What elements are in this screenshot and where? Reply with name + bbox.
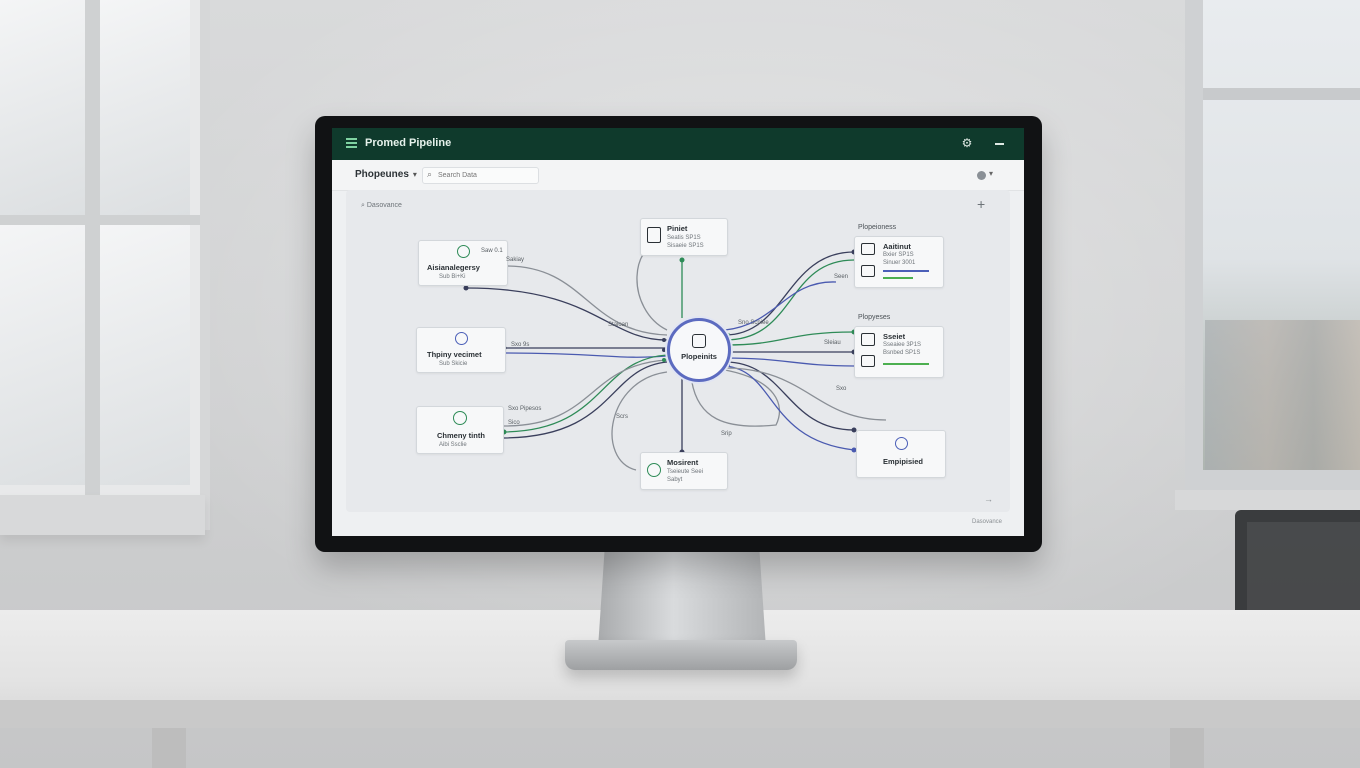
minimize-icon[interactable] xyxy=(995,143,1004,145)
shield-icon xyxy=(455,332,468,345)
search-box[interactable]: ⌕ xyxy=(422,167,539,184)
progress-bar xyxy=(883,277,913,279)
node-subtitle: Sinuer 3001 xyxy=(883,260,916,266)
chevron-down-icon: ▾ xyxy=(412,170,417,179)
status-text: Dasovance xyxy=(972,519,1003,525)
wire-label: Sxo Pipesos xyxy=(508,406,542,412)
node-right-bottom[interactable]: Empipisied xyxy=(856,430,946,478)
node-title: Chmeny tinth xyxy=(437,431,485,440)
wire-label: Sleiau xyxy=(824,340,841,346)
app-title: Promed Pipeline xyxy=(365,137,452,149)
window-sill-left xyxy=(0,495,205,535)
monitor-screen: Promed Pipeline ⚙ Phopeunes▾ ⌕ ▾ ⌕ Dasov… xyxy=(332,128,1024,536)
pipeline-dropdown-label: Phopeunes xyxy=(355,169,409,180)
wire-label: Scrs xyxy=(616,414,628,420)
network-icon xyxy=(453,411,467,425)
node-title: Piniet xyxy=(667,224,688,233)
node-title: Thpiny vecimet xyxy=(427,350,482,359)
node-subtitle: Bsnbed SP1S xyxy=(883,350,921,356)
gear-icon[interactable]: ⚙ xyxy=(961,136,973,150)
connection-wires xyxy=(463,237,887,471)
settings-icon xyxy=(861,333,875,346)
node-left-bottom[interactable]: Chmeny tinth Aibi Ssclie xyxy=(416,406,504,454)
chevron-down-icon[interactable]: ▾ xyxy=(989,169,994,178)
monitor-icon xyxy=(647,463,661,477)
section-label: Plopyeses xyxy=(858,314,891,321)
node-title: Empipisied xyxy=(883,457,924,466)
window-sill-right xyxy=(1175,490,1360,510)
node-right-top[interactable]: Aaitinut Bxier SP1S Sinuer 3001 xyxy=(854,236,944,288)
refresh-icon xyxy=(457,245,470,258)
node-subtitle: Bxier SP1S xyxy=(883,252,914,258)
title-bar: Promed Pipeline ⚙ xyxy=(332,128,1024,160)
wire-label: Sxo 9s xyxy=(511,342,530,348)
menu-icon[interactable] xyxy=(346,138,357,148)
section-label: Plopeioness xyxy=(858,224,897,231)
node-subtitle: Tseieute Seei xyxy=(667,469,704,475)
node-title: Sseiet xyxy=(883,332,906,341)
node-subtitle: Sub Bi+Ki xyxy=(439,274,466,280)
wire-label: Seen xyxy=(834,274,849,280)
pipeline-canvas[interactable]: ⌕ Dasovance + xyxy=(346,190,1010,512)
wire-label: Srip xyxy=(721,431,732,437)
search-icon: ⌕ xyxy=(427,169,433,179)
pipeline-dropdown[interactable]: Phopeunes▾ xyxy=(355,169,417,180)
wire-label: Sakiay xyxy=(506,257,525,263)
monitor-stand xyxy=(598,548,766,648)
chevron-right-icon[interactable]: → xyxy=(984,494,993,504)
node-subtitle: Sub Skicie xyxy=(439,361,468,367)
node-left-top[interactable]: Aisianalegersy Sub Bi+Ki xyxy=(418,240,508,286)
canvas-tool-label: Dasovance xyxy=(366,202,402,209)
pipeline-icon xyxy=(692,334,706,348)
progress-bar xyxy=(883,363,929,365)
desk-leg xyxy=(1170,728,1204,768)
node-subtitle: Sisaeie SP1S xyxy=(667,243,704,249)
toolbar: Phopeunes▾ ⌕ ▾ xyxy=(332,160,1024,191)
search-input[interactable] xyxy=(438,169,533,181)
wire-label: Saw 0.1 xyxy=(481,248,503,254)
window-left xyxy=(0,0,210,530)
node-left-mid[interactable]: Thpiny vecimet Sub Skicie xyxy=(416,327,506,373)
node-title: Aisianalegersy xyxy=(427,263,480,272)
document-icon xyxy=(647,227,661,243)
node-bottom[interactable]: Mosirent Tseieute Seei Sabyt xyxy=(640,452,728,490)
server-icon xyxy=(861,355,875,367)
window-right xyxy=(1185,0,1360,495)
node-subtitle: Seatis SP1S xyxy=(667,235,701,241)
node-title: Aaitinut xyxy=(883,242,911,251)
wire-label: Sxo xyxy=(836,386,847,392)
node-subtitle: Aibi Ssclie xyxy=(439,442,467,448)
node-top[interactable]: Piniet Seatis SP1S Sisaeie SP1S xyxy=(640,218,728,256)
plus-icon[interactable]: + xyxy=(977,196,986,212)
close-icon xyxy=(895,437,908,450)
canvas-tool[interactable]: ⌕ Dasovance xyxy=(361,202,402,209)
desk-edge xyxy=(0,700,1360,728)
pipeline-hub[interactable]: Plopeinits xyxy=(667,318,731,382)
hub-label: Plopeinits xyxy=(681,352,717,361)
server-icon xyxy=(861,265,875,277)
desk-leg xyxy=(152,728,186,768)
wire-label: Staioan xyxy=(608,322,629,328)
progress-bar xyxy=(883,270,929,272)
wire-label: Sico xyxy=(508,420,520,426)
server-icon xyxy=(861,243,875,255)
node-right-mid[interactable]: Sseiet Sseaiee 3P1S Bsnbed SP1S xyxy=(854,326,944,378)
shield-icon[interactable] xyxy=(977,171,986,180)
wire-label: Sno Scpiee xyxy=(738,320,769,326)
monitor-base xyxy=(565,640,797,670)
node-title: Mosirent xyxy=(667,458,699,467)
node-subtitle: Sabyt xyxy=(667,477,683,483)
node-subtitle: Sseaiee 3P1S xyxy=(883,342,922,348)
